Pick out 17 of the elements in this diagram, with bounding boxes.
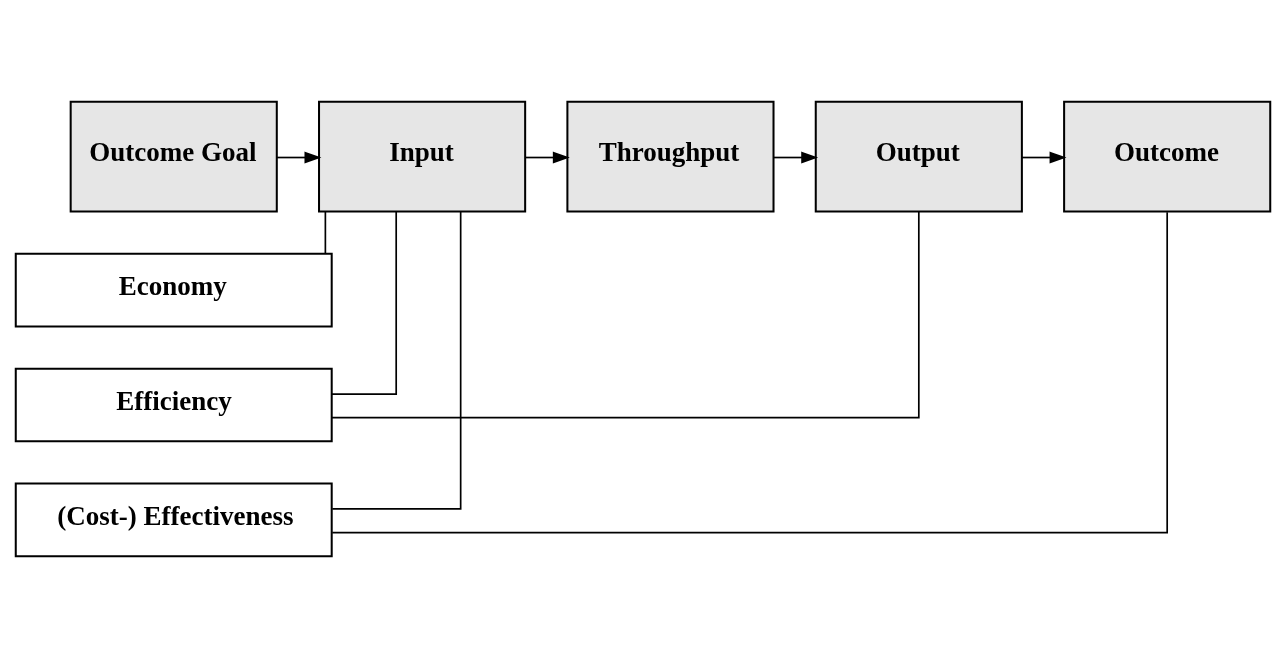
node-box: Economy — [14, 252, 333, 328]
node-box: Efficiency — [14, 367, 333, 443]
connector — [331, 211, 1169, 534]
connector — [331, 210, 398, 395]
connector — [324, 210, 327, 255]
arrow — [1021, 151, 1067, 164]
arrow — [772, 151, 819, 164]
node-box: Input — [318, 100, 527, 213]
connector — [331, 210, 462, 510]
connector — [330, 211, 920, 419]
node-box: Output — [814, 100, 1023, 213]
node-box: Outcome — [1063, 100, 1272, 213]
node-box: Throughput — [566, 100, 775, 213]
arrow — [276, 151, 322, 164]
node-box: (Cost-) Effectiveness — [14, 482, 333, 558]
node-box: Outcome Goal — [69, 100, 278, 213]
arrow — [524, 151, 570, 164]
